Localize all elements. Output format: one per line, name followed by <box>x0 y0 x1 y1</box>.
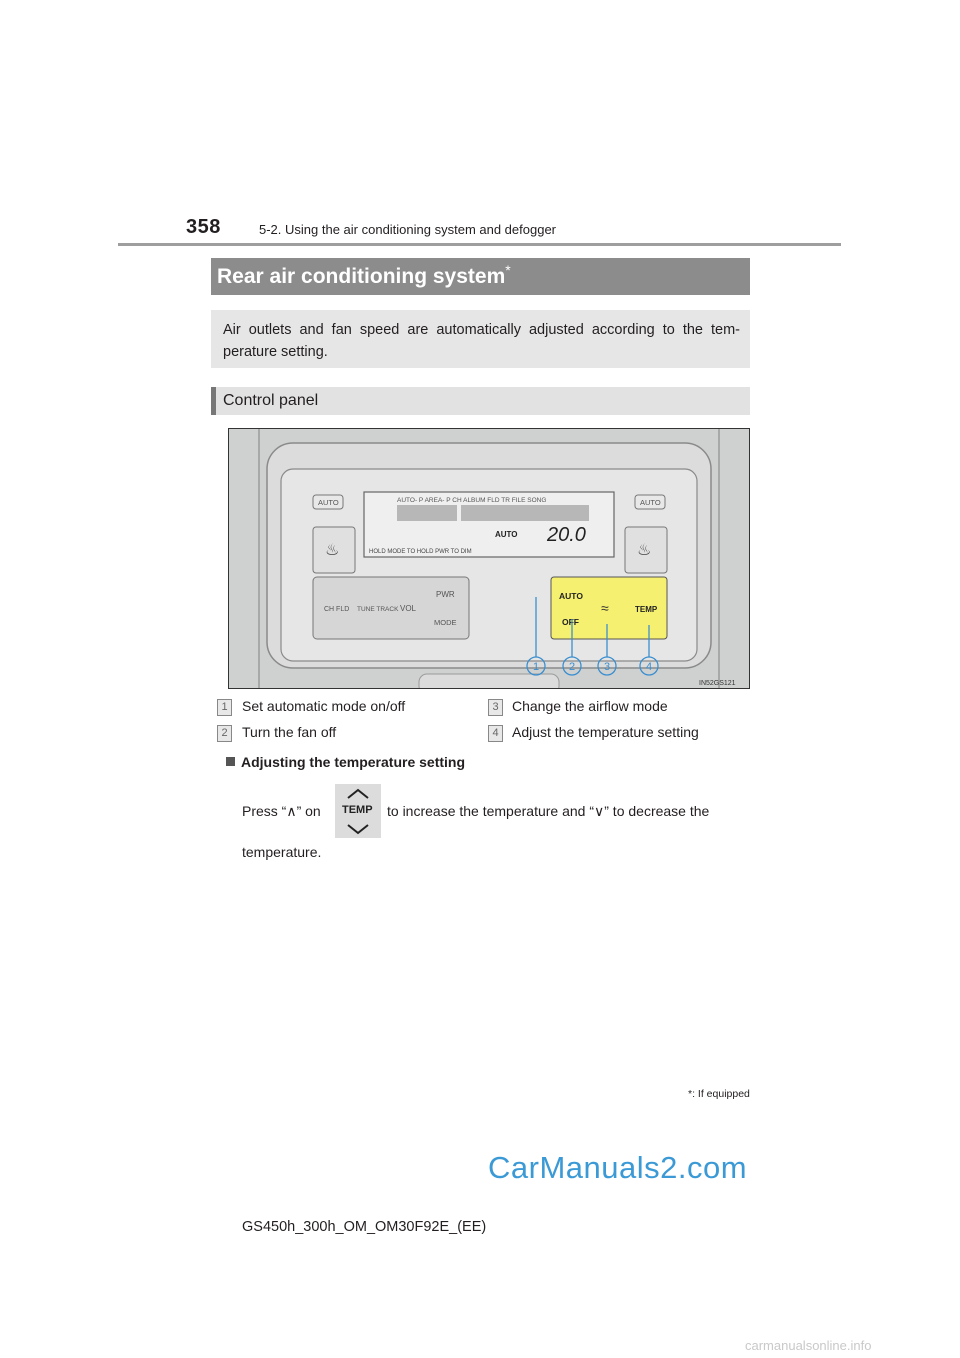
document-code: GS450h_300h_OM_OM30F92E_(EE) <box>242 1219 487 1235</box>
page-number: 358 <box>186 216 221 238</box>
footnote: *: If equipped <box>688 1088 750 1100</box>
note-title: Adjusting the temperature setting <box>241 754 466 770</box>
subheading-bar: Control panel <box>211 387 750 415</box>
header-rule <box>118 243 841 246</box>
lcd-bottom-text: HOLD MODE TO HOLD PWR TO DIM <box>369 549 472 555</box>
left-seat-heater-icon: ♨ <box>325 542 339 559</box>
temp-button: TEMP <box>635 605 658 614</box>
figure-code: IN52GS121 <box>699 680 736 687</box>
item-4-number: 4 <box>488 725 503 742</box>
right-auto-button: AUTO <box>640 498 661 507</box>
ch-fld-button: CH FLD <box>324 606 349 613</box>
temp-arrows-icon <box>347 788 369 835</box>
control-panel-illustration: AUTO- P AREA- P CH ALBUM FLD TR FILE SON… <box>258 429 736 688</box>
off-button: OFF <box>562 617 579 627</box>
item-4-text: Adjust the temperature setting <box>512 724 699 740</box>
mode-button: MODE <box>434 618 457 627</box>
item-3-text: Change the airflow mode <box>512 698 668 714</box>
callout-2: 2 <box>569 661 575 673</box>
item-2-text: Turn the fan off <box>242 724 337 740</box>
section-title: Rear air conditioning system <box>217 265 506 288</box>
callouts <box>526 597 659 676</box>
bullet-square-icon <box>226 757 235 766</box>
vol-button: VOL <box>400 604 417 613</box>
item-2-number: 2 <box>217 725 232 742</box>
press-before: Press “∧” on <box>242 803 321 819</box>
temp-icon-label: TEMP <box>342 804 373 816</box>
subheading: Control panel <box>223 392 319 409</box>
intro-box: Air outlets and fan speed are automatica… <box>211 310 750 368</box>
press-line-2: temperature. <box>242 844 322 860</box>
footnote-mark: * <box>688 1088 693 1100</box>
intro-text: Air outlets and fan speed are automatica… <box>223 322 740 360</box>
watermark-carmanuals2: CarManuals2.com <box>488 1150 748 1185</box>
lcd-segments <box>397 505 589 521</box>
lcd-temp: 20.0 <box>546 524 586 546</box>
section-title-mark: * <box>505 262 511 278</box>
temp-button-icon: TEMP <box>335 784 381 838</box>
callout-3: 3 <box>604 661 610 673</box>
right-seat-heater-icon: ♨ <box>637 542 651 559</box>
lcd-top-text: AUTO- P AREA- P CH ALBUM FLD TR FILE SON… <box>397 497 546 504</box>
control-panel-figure: AUTO- P AREA- P CH ALBUM FLD TR FILE SON… <box>228 428 750 689</box>
footnote-text: : If equipped <box>692 1088 750 1100</box>
note-heading: Adjusting the temperature setting <box>226 754 465 770</box>
left-auto-button: AUTO <box>318 498 339 507</box>
auto-button: AUTO <box>559 591 583 601</box>
item-1-text: Set automatic mode on/off <box>242 698 406 714</box>
item-1-number: 1 <box>217 699 232 716</box>
running-head: 5-2. Using the air conditioning system a… <box>259 222 557 237</box>
section-title-bar: Rear air conditioning system* <box>211 258 750 295</box>
tune-track-button: TUNE TRACK <box>357 606 399 613</box>
press-after: to increase the temperature and “∨” to d… <box>387 803 710 819</box>
watermark-carmanualsonline: carmanualsonline.info <box>745 1338 872 1353</box>
callout-1: 1 <box>533 661 539 673</box>
pwr-button: PWR <box>436 590 455 599</box>
callout-4: 4 <box>646 661 652 673</box>
lcd-auto: AUTO <box>495 530 518 539</box>
item-3-number: 3 <box>488 699 503 716</box>
airflow-mode-icon: ≈ <box>601 600 609 616</box>
